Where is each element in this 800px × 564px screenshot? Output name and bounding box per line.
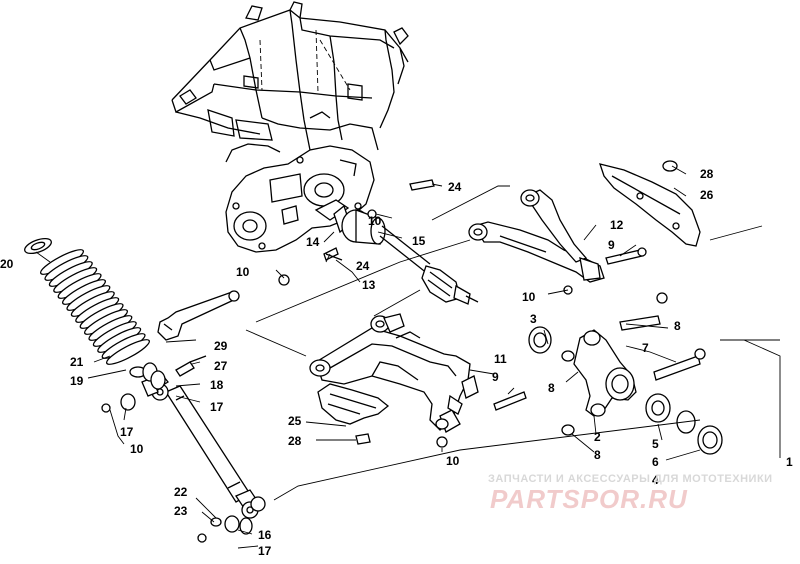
callout-7: 7 <box>642 341 649 355</box>
callout-28-bottom: 28 <box>288 434 302 448</box>
callout-14: 14 <box>306 235 320 249</box>
callout-16: 16 <box>258 528 272 542</box>
watermark-logo: PARTSPOR.RU <box>490 484 688 514</box>
upper-a-arm <box>468 189 605 283</box>
callout-22: 22 <box>174 485 188 499</box>
callout-12: 12 <box>610 218 624 232</box>
callout-28-top: 28 <box>700 167 714 181</box>
callout-17-left: 17 <box>120 425 134 439</box>
shock-absorber <box>141 371 259 519</box>
callout-20: 20 <box>0 257 14 271</box>
callout-23: 23 <box>174 504 188 518</box>
callout-8-upper: 8 <box>674 319 681 333</box>
shock-bushings <box>101 355 266 543</box>
callout-6: 6 <box>652 455 659 469</box>
callout-4: 4 <box>652 473 659 487</box>
callout-27: 27 <box>214 359 228 373</box>
spring-coil <box>106 339 150 365</box>
callout-17-bottom: 17 <box>258 544 272 558</box>
watermark-text: ЗАПЧАСТИ И АКСЕССУАРЫ ДЛЯ МОТОТЕХНИКИ <box>488 473 773 485</box>
callout-10-gearcase: 10 <box>368 214 382 228</box>
callout-10-arm: 10 <box>446 454 460 468</box>
callout-1: 1 <box>786 455 793 469</box>
callout-11: 11 <box>494 352 507 366</box>
callouts: 1 2 3 4 5 6 7 8 8 8 9 9 10 10 10 10 10 1… <box>0 167 793 558</box>
callout-24-top: 24 <box>448 180 462 194</box>
callout-9-lower: 9 <box>492 370 499 384</box>
callout-15: 15 <box>412 234 426 248</box>
callout-13: 13 <box>362 278 376 292</box>
callout-10-mid: 10 <box>522 290 536 304</box>
callout-24-mid: 24 <box>356 259 370 273</box>
callout-19: 19 <box>70 374 84 388</box>
callout-5: 5 <box>652 437 659 451</box>
lower-a-arm <box>309 313 479 433</box>
callout-21: 21 <box>70 355 84 369</box>
callout-17-shock: 17 <box>210 400 224 414</box>
callout-29: 29 <box>214 339 228 353</box>
knuckle-assembly <box>528 292 723 455</box>
watermark: ЗАПЧАСТИ И АКСЕССУАРЫ ДЛЯ МОТОТЕХНИКИ PA… <box>488 473 773 514</box>
callout-8-lower: 8 <box>594 448 601 462</box>
callout-26: 26 <box>700 188 714 202</box>
callout-18: 18 <box>210 378 224 392</box>
skid-plate <box>317 383 390 445</box>
spanner-wrench <box>157 290 240 341</box>
callout-2: 2 <box>594 430 601 444</box>
drive-shaft-assembly <box>333 204 479 305</box>
callout-10-shock: 10 <box>130 442 144 456</box>
gearcase <box>225 145 375 253</box>
callout-25: 25 <box>288 414 302 428</box>
callout-9-upper: 9 <box>608 238 615 252</box>
callout-10-left: 10 <box>236 265 250 279</box>
frame <box>171 1 409 163</box>
leader-lines <box>35 165 781 549</box>
hardware <box>278 179 647 448</box>
callout-3: 3 <box>530 312 537 326</box>
callout-8-mid: 8 <box>548 381 555 395</box>
coil-spring <box>24 237 150 365</box>
guard-plate <box>599 160 701 247</box>
